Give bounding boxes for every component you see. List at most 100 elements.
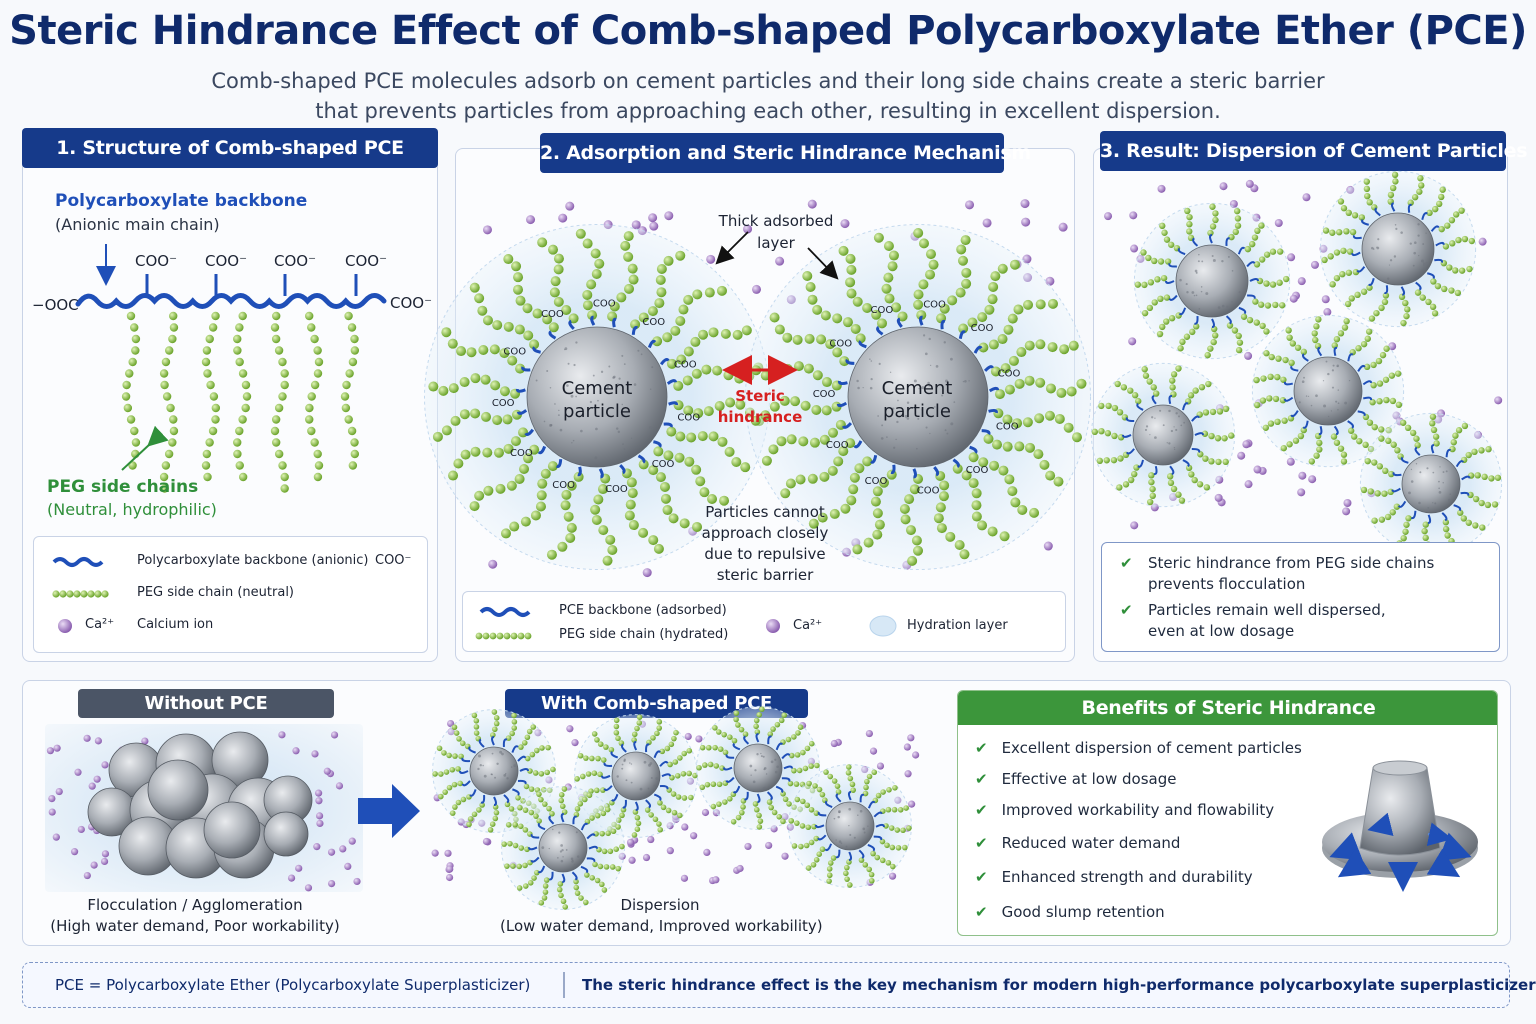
speck [1217,306,1221,309]
peg-bead [1479,524,1486,531]
speck [877,415,879,417]
peg-bead [1251,234,1259,241]
peg-bead [792,334,803,345]
peg-bead [699,784,706,791]
check-icon: ✔ [1120,554,1133,572]
speck [552,828,554,831]
peg-bead [1145,254,1152,262]
peg-bead [1418,182,1425,189]
calcium-ion [315,797,323,805]
peg-bead [891,302,902,313]
calcium-ion [1478,237,1487,246]
peg-bead [653,543,664,554]
peg-bead [458,753,464,760]
speck [896,407,898,410]
peg-bead [1253,401,1261,409]
peg-bead [428,381,439,392]
peg-bead [310,438,319,447]
peg-bead [681,795,688,801]
speck [1442,482,1444,484]
speck [763,766,767,770]
peg-bead [1047,298,1058,309]
speck [762,755,765,758]
peg-bead [130,323,139,332]
peg-bead [1371,423,1378,431]
calcium-ion [743,224,753,234]
coo-label: COO [966,465,989,476]
peg-bead [692,772,698,779]
peg-bead [741,325,752,336]
peg-bead [1468,237,1476,245]
backbone-segment [521,366,531,372]
peg-bead [692,521,703,532]
benefit-text: Improved workability and flowability [1001,801,1275,819]
check-icon: ✔ [975,868,988,886]
backbone-segment [1421,212,1429,220]
peg-bead [807,473,818,484]
peg-bead [1393,503,1401,510]
peg-bead [1234,215,1242,222]
peg-bead [478,345,489,356]
peg-bead [1375,357,1383,365]
peg-bead [578,895,584,901]
calcium-ion [1129,211,1138,220]
peg-bead [1402,528,1409,535]
peg-bead [211,311,220,321]
peg-bead [211,403,221,413]
peg-bead [1363,363,1371,371]
calcium-ion [1297,277,1306,286]
peg-bead [1039,459,1050,470]
peg-bead [1204,351,1211,359]
peg-bead [808,839,815,846]
speck [1185,283,1188,286]
calcium-ion [526,215,536,225]
peg-bead [523,330,534,341]
speck [1198,253,1200,256]
speck [478,754,481,758]
backbone-segment [725,776,735,783]
peg-bead [968,452,979,463]
peg-bead [514,473,525,484]
peg-bead [1201,430,1209,437]
calcium-ion [101,850,110,858]
backbone-segment [744,791,749,801]
speck [1447,498,1451,502]
backbone-segment [1430,444,1435,454]
peg-bead [553,253,564,264]
peg-bead [558,892,564,899]
peg-bead [1442,243,1450,250]
peg-bead [310,380,320,390]
peg-bead [1400,319,1407,327]
peg-bead [1422,521,1429,528]
backbone-segment [732,742,741,751]
peg-bead [1272,301,1279,309]
speck [1445,470,1448,473]
speck [1377,238,1380,241]
peg-bead [126,415,136,424]
without-pce-header: Without PCE [78,689,334,718]
peg-bead [719,765,725,771]
peg-bead [470,408,481,419]
speck [501,752,504,756]
subtitle-line-1: Comb-shaped PCE molecules adsorb on ceme… [211,69,1325,93]
backbone-segment [622,799,627,809]
calcium-ion [1043,541,1053,551]
backbone-segment [767,735,772,745]
peg-bead [1316,446,1323,453]
peg-bead [548,244,559,255]
peg-bead [628,520,639,531]
backbone-segment [478,738,485,748]
speck [1409,242,1412,245]
peg-bead [566,522,577,533]
peg-bead [161,357,171,367]
cement-particle [1361,212,1435,286]
peg-bead [1409,429,1417,437]
peg-bead [795,474,806,485]
peg-bead [885,806,892,813]
peg-bead [586,792,593,799]
backbone-segment [867,843,876,852]
backbone-segment [1194,432,1205,436]
peg-bead [1366,284,1373,291]
peg-bead [521,739,528,746]
speck [506,777,509,780]
